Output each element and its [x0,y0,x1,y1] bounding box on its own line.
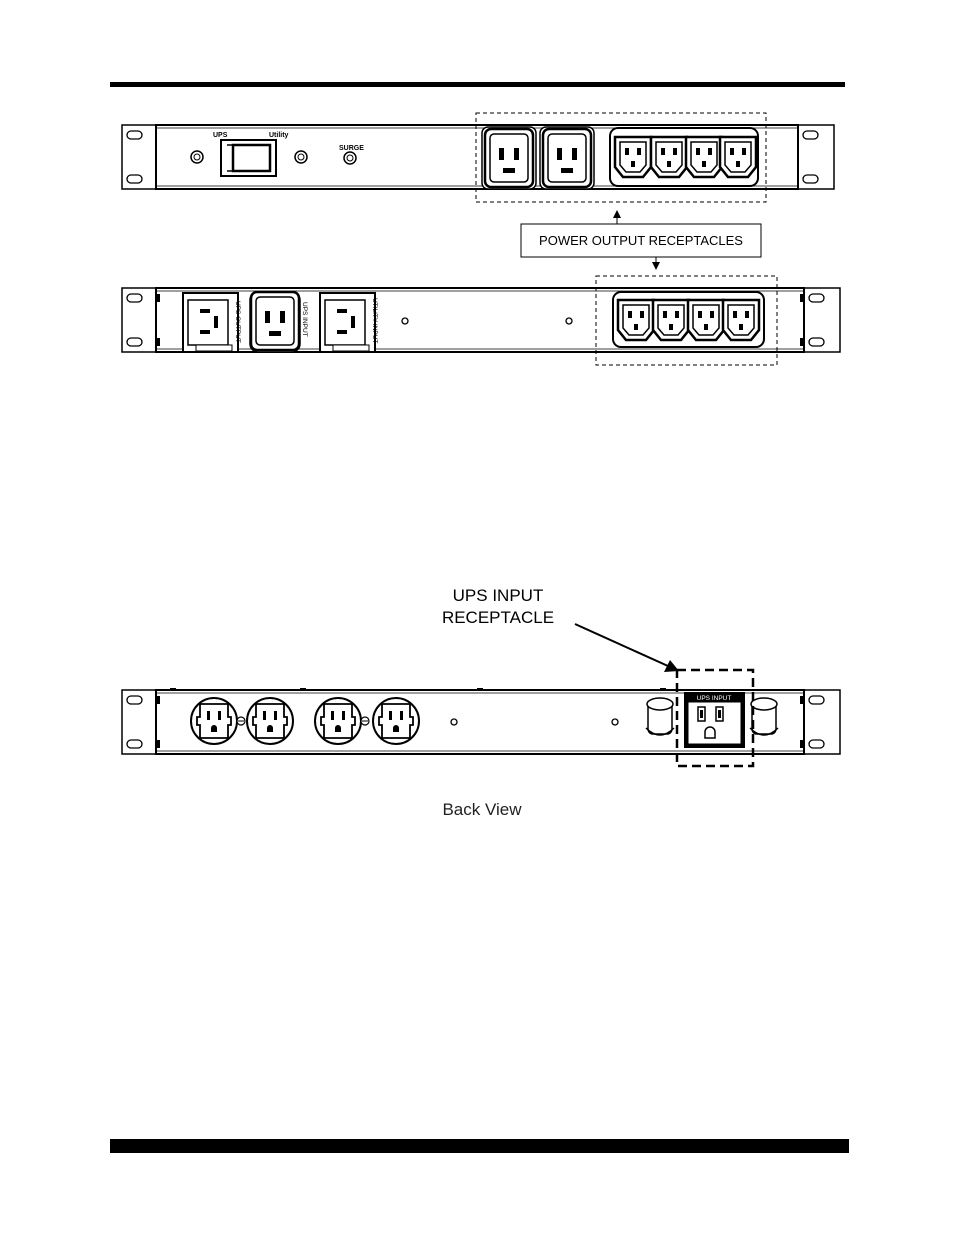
c13-receptacle-icon [615,137,651,177]
c19-receptacle-icon [485,129,533,187]
ups-input-label: UPS INPUT [301,302,308,337]
rear-panel-c13: UPS OUTPUT UPS INPUT UTILITY INPUT [122,276,840,365]
ups-input-callout-arrow [575,624,679,672]
mounting-hole-icon [402,318,408,324]
ups-input-inlet-label: UPS INPUT [697,695,732,702]
header-rule [110,82,845,87]
c13-receptacle-icon [686,137,722,177]
c13-receptacle-icon [688,300,724,340]
c13-receptacle-icon [653,300,689,340]
c13-receptacle-icon [723,300,759,340]
ups-input-callout-line2: RECEPTACLE [442,608,554,627]
power-output-callout: POWER OUTPUT RECEPTACLES [521,212,761,268]
figure-caption: Back View [442,800,522,819]
ups-output-label: UPS OUTPUT [234,301,241,343]
mounting-hole-icon [612,719,618,725]
nema-outlet-icon [191,698,237,744]
ups-input-callout-line1: UPS INPUT [453,586,544,605]
footer-rule [110,1139,849,1153]
c13-receptacle-icon [651,137,687,177]
front-panel: UPS Utility SURGE [122,113,834,202]
utility-input-inlet [320,293,375,352]
power-output-callout-label: POWER OUTPUT RECEPTACLES [539,233,743,248]
nema-outlet-icon [315,698,361,744]
mounting-hole-icon [451,719,457,725]
ups-output-inlet [183,293,238,352]
surge-label: SURGE [339,145,364,152]
switch-label-ups: UPS [213,132,228,139]
mounting-hole-icon [566,318,572,324]
c20-inlet-icon [251,292,299,350]
utility-input-label: UTILITY INPUT [371,298,378,343]
nema-outlet-icon [373,698,419,744]
screw-icon [191,151,203,163]
surge-indicator-icon [344,152,356,164]
cable-gland-icon [646,698,674,735]
c13-receptacle-icon [720,137,756,177]
cable-gland-icon [750,698,778,735]
screw-icon [295,151,307,163]
nema-outlet-icon [247,698,293,744]
switch-label-utility: Utility [269,132,289,139]
back-view-panel: UPS INPUT [122,670,840,766]
c13-receptacle-icon [618,300,654,340]
ups-utility-switch [221,140,276,176]
c19-receptacle-icon [543,129,591,187]
